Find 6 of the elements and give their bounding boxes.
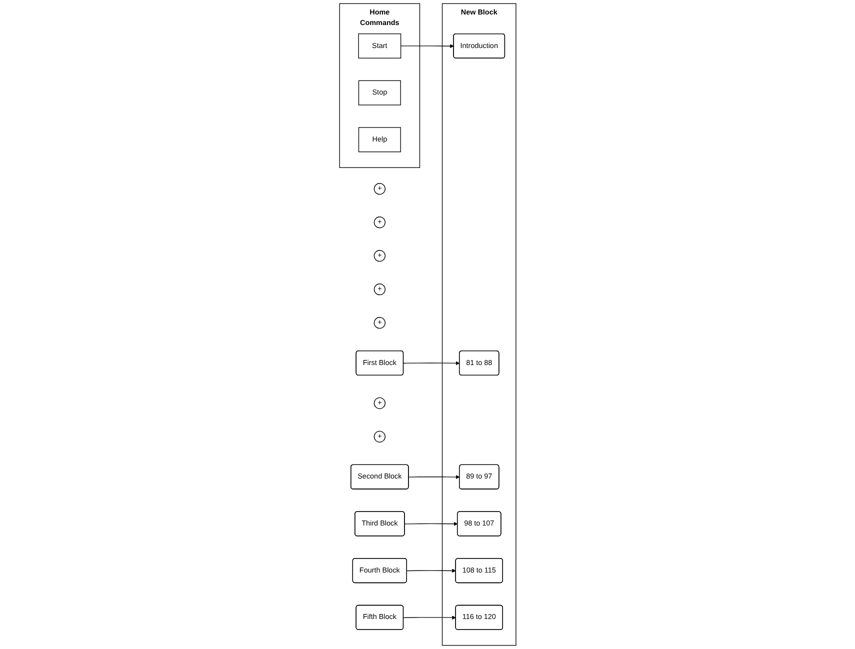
arrow	[400, 44, 454, 48]
arrow	[402, 616, 456, 620]
arrow	[404, 522, 458, 526]
arrow	[402, 361, 460, 366]
arrow	[408, 475, 460, 480]
arrow	[406, 568, 456, 573]
